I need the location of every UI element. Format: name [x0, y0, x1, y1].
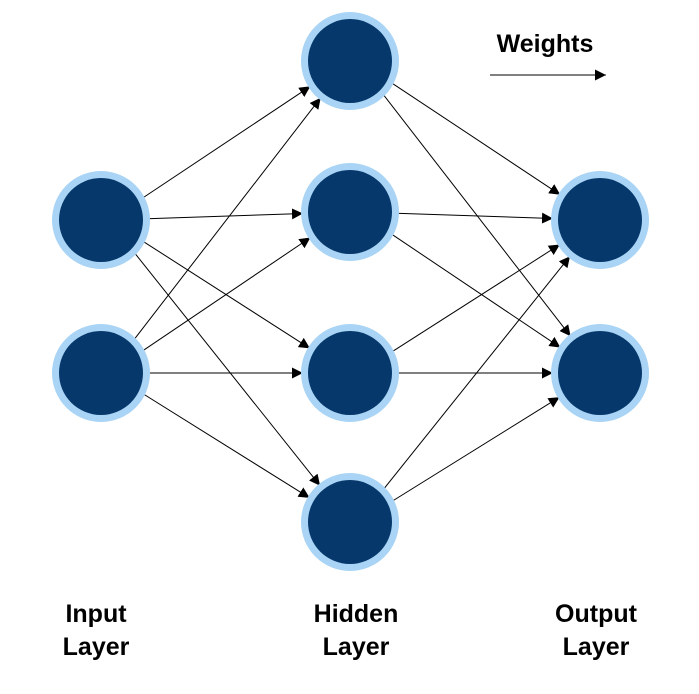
hidden-layer-label-line2: Layer — [322, 633, 390, 661]
input-hidden-edge-1-4 — [131, 248, 321, 487]
hidden-neuron-1 — [301, 12, 399, 110]
output-layer-label-line1: Output — [555, 600, 637, 628]
hidden-neuron-core — [308, 170, 392, 254]
hidden-output-edge-4-1 — [380, 255, 571, 494]
output-neuron-2 — [551, 324, 649, 422]
hidden-neuron-core — [308, 331, 392, 415]
hidden-output-edge-4-2 — [389, 396, 560, 503]
hidden-neuron-core — [308, 19, 392, 103]
neurons — [52, 12, 649, 571]
input-neuron-2 — [52, 324, 150, 422]
input-hidden-edge-1-2 — [146, 208, 304, 220]
hidden-output-edge-3-1 — [389, 244, 561, 354]
hidden-output-edge-2-1 — [395, 212, 554, 224]
input-hidden-edge-1-3 — [140, 239, 311, 349]
weight-connections — [130, 80, 571, 503]
output-layer-label-line2: Layer — [562, 633, 630, 661]
hidden-layer-label-line1: Hidden — [313, 600, 399, 628]
hidden-neuron-2 — [301, 163, 399, 261]
input-hidden-edge-2-4 — [140, 392, 310, 499]
output-layer-label: Output Layer — [536, 598, 656, 664]
hidden-neuron-4 — [301, 473, 399, 571]
hidden-output-edge-2-2 — [389, 232, 561, 349]
input-neuron-core — [59, 331, 143, 415]
input-hidden-edge-2-2 — [140, 237, 311, 353]
input-neuron-core — [59, 178, 143, 262]
output-neuron-core — [558, 331, 642, 415]
hidden-neuron-3 — [301, 324, 399, 422]
input-layer-label-line1: Input — [65, 600, 127, 628]
input-hidden-edge-1-1 — [140, 85, 311, 200]
output-neuron-core — [558, 178, 642, 262]
output-neuron-1 — [551, 171, 649, 269]
input-layer-label-line2: Layer — [62, 633, 130, 661]
hidden-neuron-core — [308, 480, 392, 564]
hidden-output-edge-1-1 — [389, 80, 561, 196]
input-hidden-edge-2-1 — [130, 97, 322, 344]
weights-legend-label: Weights — [496, 30, 594, 58]
hidden-layer-label: Hidden Layer — [296, 598, 416, 664]
input-neuron-1 — [52, 171, 150, 269]
input-layer-label: Input Layer — [36, 598, 156, 664]
